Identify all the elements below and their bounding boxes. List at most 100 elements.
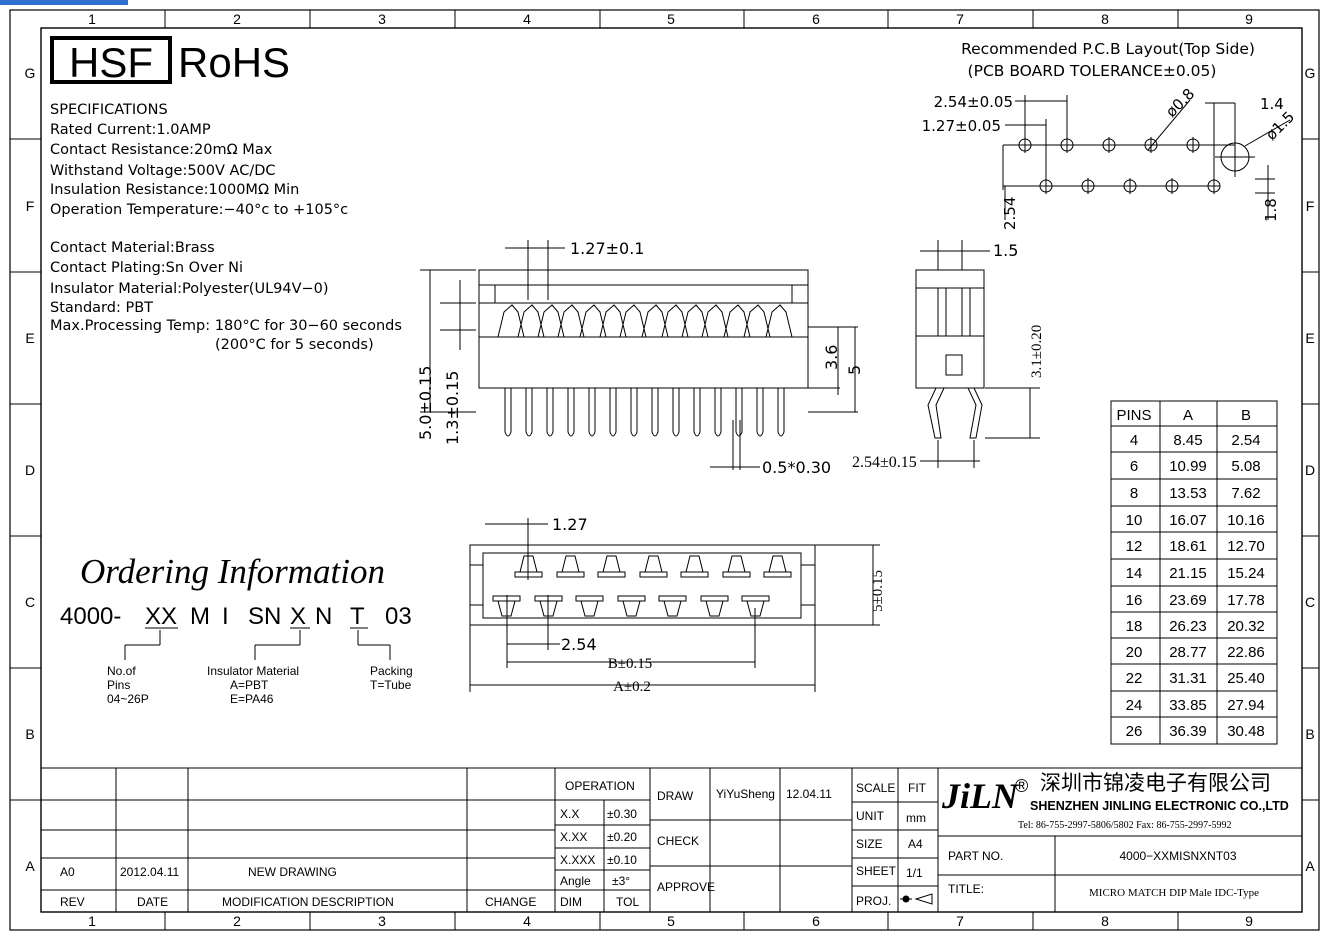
zone-ticks [10, 10, 1319, 930]
zone-col-label: 9 [1245, 11, 1253, 27]
table-cell: 10 [1126, 512, 1143, 529]
callout-insulator: E=PA46 [230, 692, 274, 706]
ordering-title: Ordering Information [80, 552, 385, 591]
tol-value: ±0.10 [607, 853, 637, 867]
front-dim: 5 [845, 365, 864, 375]
pcb-dim: ø0.8 [1162, 85, 1198, 121]
zone-row-label: F [1306, 198, 1315, 214]
table-header: PINS [1116, 407, 1151, 424]
hsf-box [50, 36, 172, 84]
tol-value: ±3° [612, 874, 630, 888]
check-label: CHECK [657, 834, 699, 848]
size-label: SIZE [856, 837, 883, 851]
spec-line: Contact Resistance:20mΩ Max [50, 142, 273, 158]
zone-col-label: 5 [667, 913, 675, 929]
zone-col-label: 6 [812, 11, 820, 27]
zone-col-label: 1 [88, 913, 96, 929]
front-dim: 1.3±0.15 [443, 371, 462, 445]
table-cell: 33.85 [1169, 697, 1207, 714]
part-no-label: PART NO. [948, 849, 1003, 863]
part-no-value: 4000−XXMISNXNT03 [1119, 849, 1236, 863]
projection-symbol-icon [900, 893, 933, 905]
company-contact: Tel: 86-755-2997-5806/5802 Fax: 86-755-2… [1018, 820, 1231, 831]
change-header: CHANGE [485, 895, 536, 909]
front-dim: 5.0±0.15 [416, 366, 435, 440]
zone-col-label: 3 [378, 913, 386, 929]
top-dim: 2.54 [561, 635, 597, 654]
side-dim: 3.1±0.20 [1029, 325, 1045, 378]
pcb-dim: ø1.5 [1262, 108, 1298, 144]
proj-label: PROJ. [856, 894, 891, 908]
table-cell: 12 [1126, 538, 1143, 555]
tol-dim: X.XX [560, 830, 587, 844]
table-header: B [1241, 407, 1251, 424]
table-cell: 15.24 [1227, 565, 1265, 582]
table-cell: 21.15 [1169, 565, 1207, 582]
front-dim: 3.6 [822, 345, 841, 370]
zone-row-label: D [1305, 462, 1315, 478]
top-dim: B±0.15 [608, 656, 653, 672]
zone-col-label: 8 [1101, 11, 1109, 27]
table-cell: 22.86 [1227, 644, 1265, 661]
table-cell: 10.16 [1227, 512, 1265, 529]
table-cell: 12.70 [1227, 538, 1265, 555]
table-cell: 24 [1126, 697, 1143, 714]
ordering-info: Ordering Information 4000- XX M I SN X N… [60, 552, 413, 706]
order-code-part: M [190, 603, 210, 630]
rev-value: A0 [60, 865, 75, 879]
table-cell: 26.23 [1169, 618, 1207, 635]
table-cell: 10.99 [1169, 458, 1207, 475]
spec-line: Operation Temperature:−40°c to +105°c [50, 202, 348, 218]
company-name-en: SHENZHEN JINLING ELECTRONIC CO.,LTD [1030, 799, 1289, 813]
spec-line: Insulator Material:Polyester(UL94V−0) [50, 281, 329, 297]
table-header: A [1183, 407, 1193, 424]
company-name-cn: 深圳市锦凌电子有限公司 [1040, 771, 1271, 795]
scale-label: SCALE [856, 781, 895, 795]
table-cell: 27.94 [1227, 697, 1265, 714]
top-dim: 1.27 [552, 515, 588, 534]
tol-value: ±0.20 [607, 830, 637, 844]
callout-pins: No.of [107, 664, 136, 678]
table-cell: 22 [1126, 670, 1143, 687]
callout-insulator: Insulator Material [207, 664, 299, 678]
approve-label: APPROVE [657, 880, 715, 894]
zone-row-label: A [1305, 858, 1315, 874]
spec-line: Contact Plating:Sn Over Ni [50, 260, 243, 276]
top-dim: 5±0.15 [870, 570, 886, 612]
table-cell: 23.69 [1169, 592, 1207, 609]
table-cell: 8.45 [1173, 432, 1202, 449]
zone-col-label: 5 [667, 11, 675, 27]
table-cell: 4 [1130, 432, 1138, 449]
order-code-part: 03 [385, 603, 412, 630]
zone-col-label: 3 [378, 11, 386, 27]
zone-col-label: 4 [523, 11, 531, 27]
drawer-name: YiYuSheng [716, 787, 775, 801]
side-dim: 1.5 [993, 241, 1018, 260]
zone-col-label: 7 [956, 11, 964, 27]
zone-row-label: G [1305, 65, 1316, 81]
table-cell: 36.39 [1169, 723, 1207, 740]
table-cell: 25.40 [1227, 670, 1265, 687]
zone-row-label: C [1305, 594, 1315, 610]
zone-col-label: 8 [1101, 913, 1109, 929]
table-cell: 7.62 [1231, 485, 1260, 502]
side-view: 1.5 3.1±0.20 2.54±0.15 [852, 240, 1045, 471]
description-value: NEW DRAWING [248, 865, 337, 879]
order-code-part: XX [145, 603, 177, 630]
hsf-mark: HSF [69, 39, 153, 86]
outer-border [9, 9, 1320, 931]
callout-pins: 04~26P [107, 692, 149, 706]
spec-line: Max.Processing Temp: 180°C for 30−60 sec… [50, 318, 402, 334]
title-block: A0 2012.04.11 NEW DRAWING REV DATE MODIF… [41, 767, 1302, 912]
rohs-mark: RoHS [178, 39, 290, 86]
table-cell: 20 [1126, 644, 1143, 661]
tol-value: ±0.30 [607, 807, 637, 821]
tol-label: TOL [616, 895, 639, 909]
pcb-layout: Recommended P.C.B Layout(Top Side) (PCB … [922, 40, 1299, 230]
zone-row-label: E [25, 330, 34, 346]
callout-insulator: A=PBT [230, 678, 269, 692]
zone-col-label: 1 [88, 11, 96, 27]
draw-label: DRAW [657, 789, 694, 803]
rev-header: REV [60, 895, 85, 909]
zone-col-label: 6 [812, 913, 820, 929]
